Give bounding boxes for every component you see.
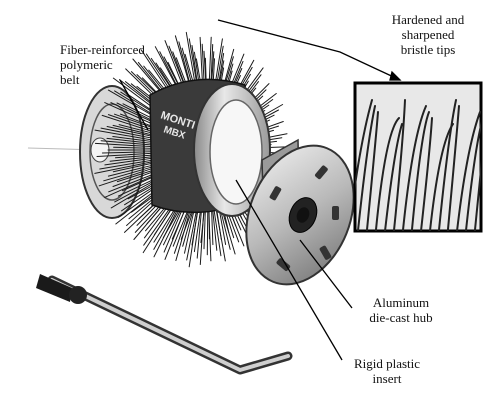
- bristle-tip: [483, 100, 493, 240]
- tips-leader: [218, 20, 400, 80]
- label-bristle-tips: Hardened and sharpened bristle tips: [378, 12, 478, 57]
- bristle-tips-closeup-icon: [348, 83, 493, 240]
- label-belt: Fiber-reinforced polymeric belt: [60, 42, 145, 87]
- label-aluminum-hub: Aluminum die-cast hub: [356, 295, 446, 325]
- bristle: [207, 206, 208, 255]
- hex-wrench-icon: [36, 274, 288, 370]
- label-plastic-insert: Rigid plastic insert: [342, 356, 432, 386]
